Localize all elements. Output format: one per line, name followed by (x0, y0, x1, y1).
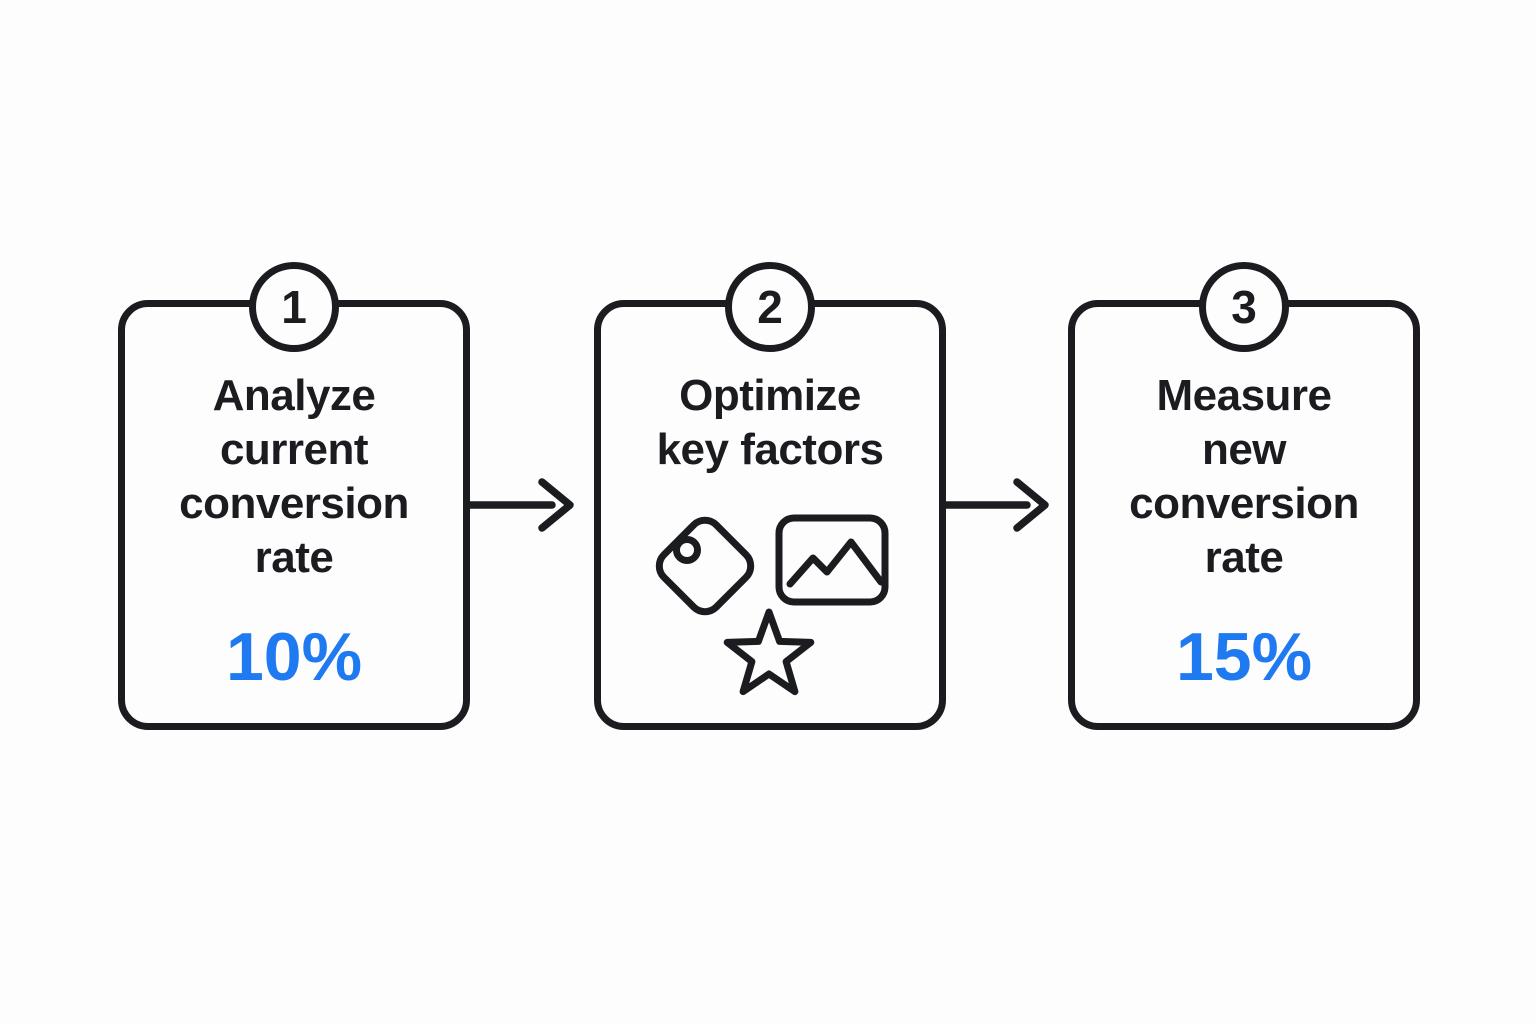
step-number-badge: 2 (725, 262, 815, 352)
conversion-rate-value: 15% (1175, 619, 1313, 695)
step-title: Analyze current conversion rate (179, 371, 409, 582)
step-card-1: 1 Analyze current conversion rate 10% (118, 262, 470, 730)
key-factors-icons (655, 514, 889, 696)
arrow-right-icon (468, 478, 574, 532)
step-number: 3 (1231, 281, 1257, 333)
step-number-badge: 3 (1199, 262, 1289, 352)
step-card-2: 2 Optimize key factors (594, 262, 946, 730)
step-number: 2 (757, 281, 783, 333)
step-number: 1 (281, 281, 307, 333)
step-title: Optimize key factors (656, 371, 884, 474)
star-icon (723, 608, 815, 696)
step-number-badge: 1 (249, 262, 339, 352)
step-title: Measure new conversion rate (1129, 371, 1359, 582)
step-card-3: 3 Measure new conversion rate 15% (1068, 262, 1420, 730)
arrow-right-icon (943, 478, 1049, 532)
conversion-rate-value: 10% (225, 619, 363, 695)
image-icon (775, 514, 889, 606)
tag-icon (655, 516, 755, 616)
